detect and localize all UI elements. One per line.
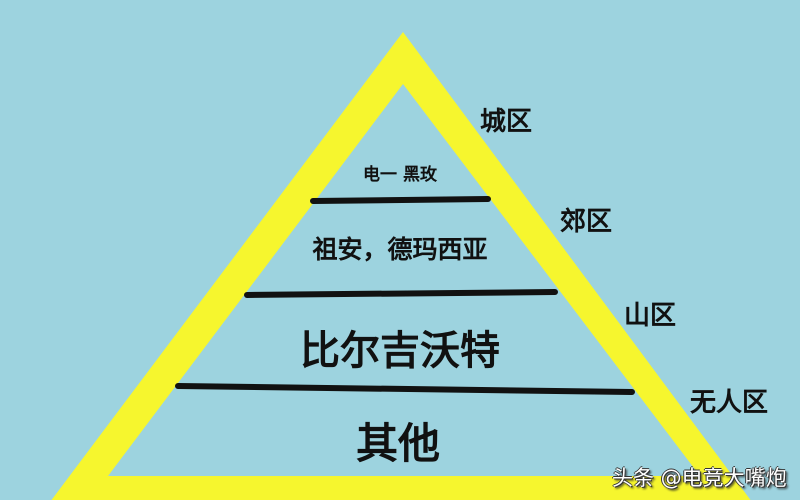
zone-label-suburb: 郊区 <box>560 207 613 237</box>
watermark: 头条 @电竞大嘴炮 <box>612 466 787 490</box>
tier-divider-1 <box>310 196 491 204</box>
zone-label-wilderness: 无人区 <box>690 388 769 418</box>
pyramid-frame <box>51 32 751 500</box>
tier-divider-3 <box>175 383 635 395</box>
zone-label-mountain: 山区 <box>624 301 677 331</box>
tier-label-3: 比尔吉沃特 <box>300 328 500 374</box>
zone-label-city: 城区 <box>480 107 533 137</box>
tier-label-2: 祖安，德玛西亚 <box>312 235 488 264</box>
tier-label-1: 电一 黑玫 <box>363 165 437 185</box>
tier-divider-2 <box>244 289 558 298</box>
tier-label-4: 其他 <box>355 419 441 468</box>
